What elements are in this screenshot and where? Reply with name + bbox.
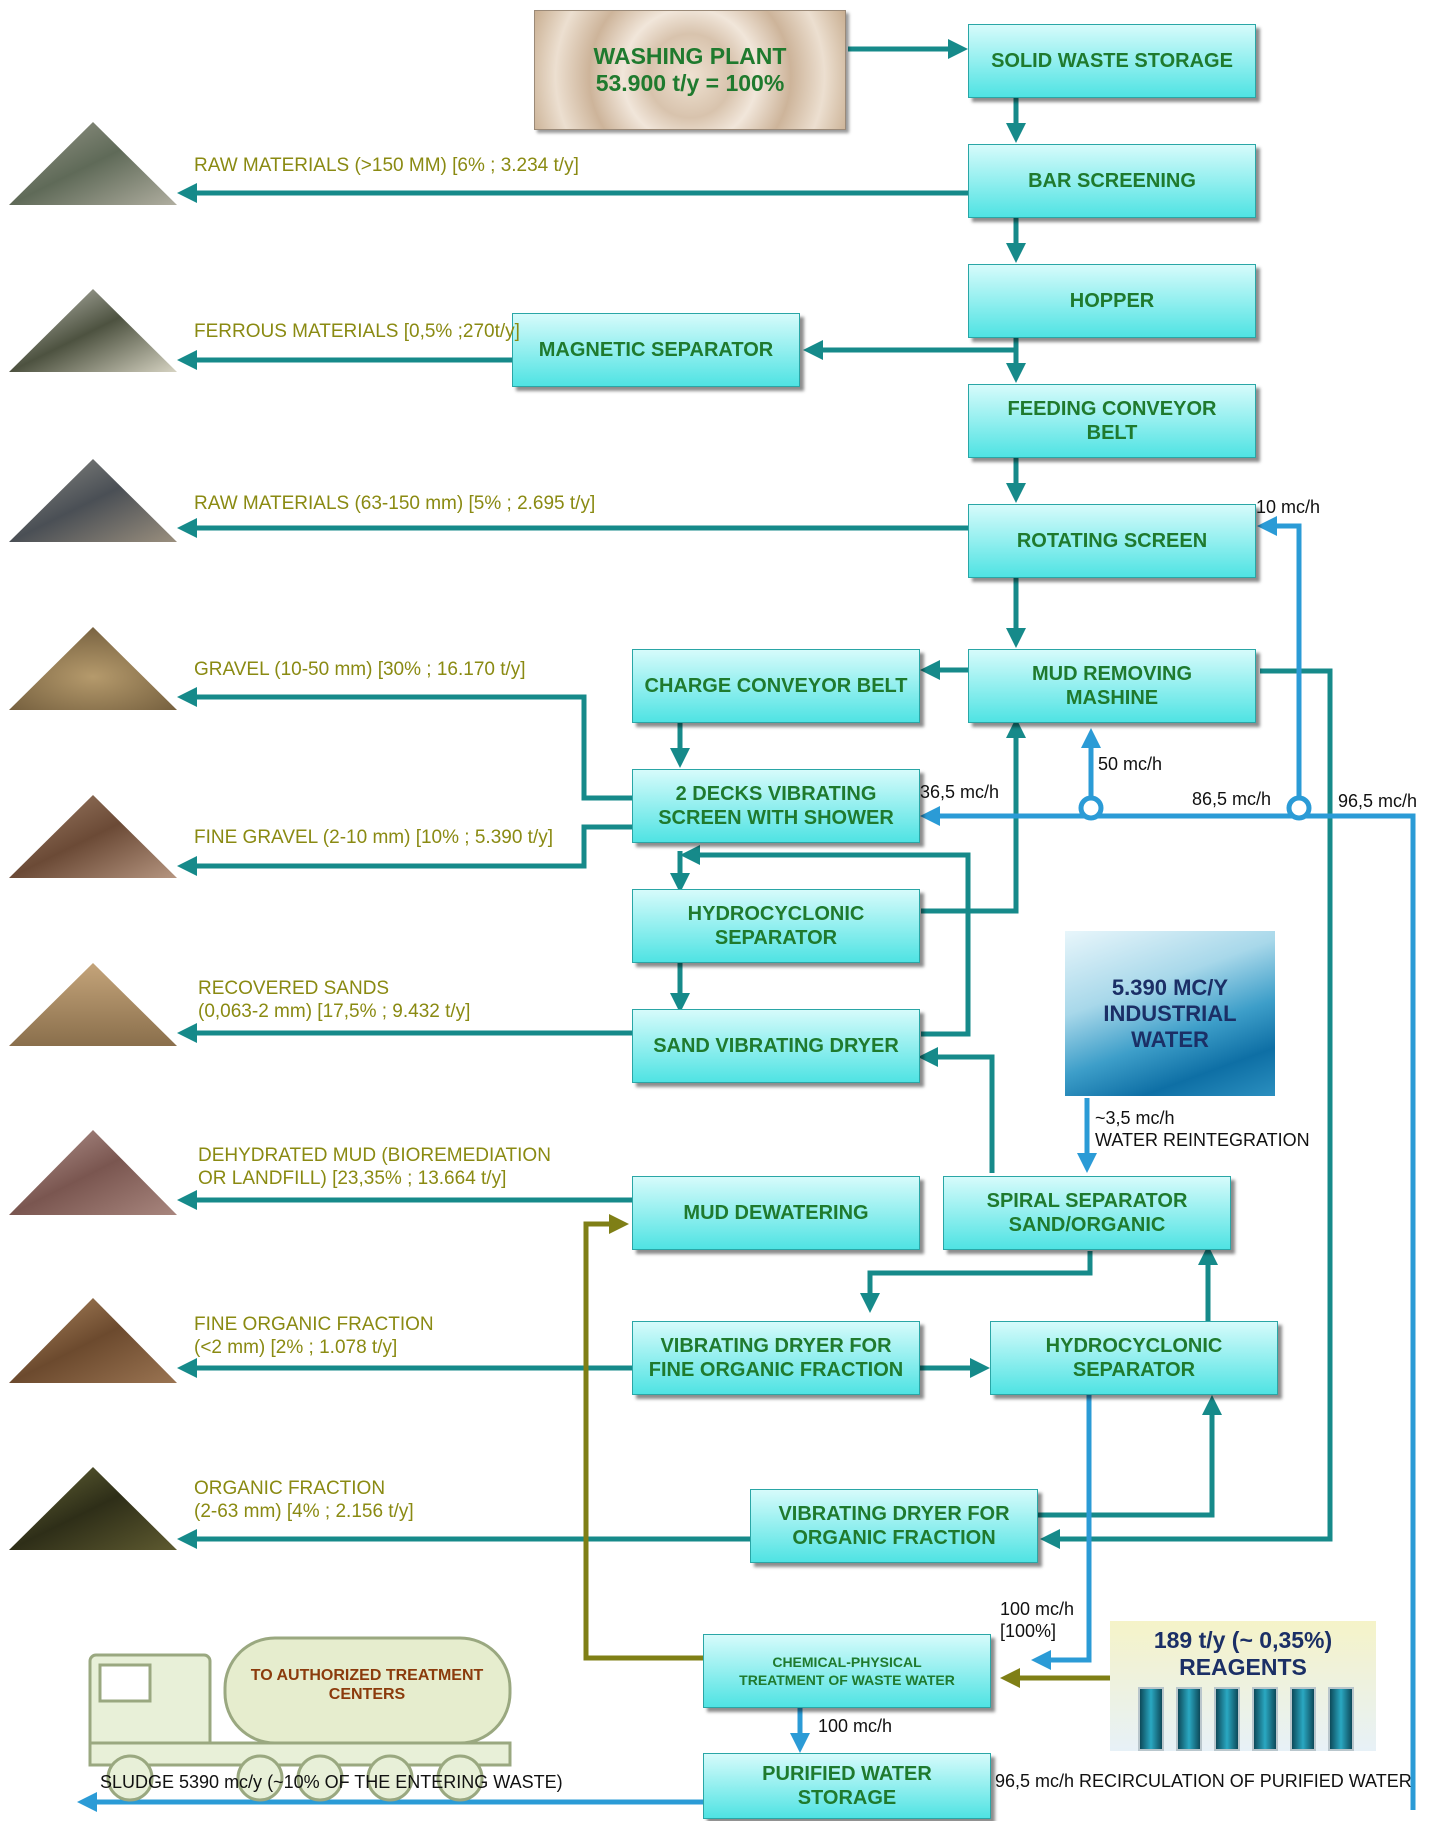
flow-86-label: 86,5 mc/h: [1192, 789, 1272, 809]
bar-screening-box: BAR SCREENING: [968, 144, 1256, 218]
reagent-tube-icon: [1214, 1687, 1240, 1751]
purified-water-storage-box: PURIFIED WATER STORAGE: [703, 1753, 991, 1819]
reagent-tube-icon: [1290, 1687, 1316, 1751]
truck-destination-label: TO AUTHORIZED TREATMENT CENTERS: [250, 1667, 484, 1703]
mud-pile: [9, 1130, 177, 1215]
hydrocyclonic-separator-1-box: HYDROCYCLONIC SEPARATOR: [632, 889, 920, 963]
raw-materials-large-label: RAW MATERIALS (>150 MM) [6% ; 3.234 t/y]: [194, 155, 579, 176]
water-reintegration-label: ~3,5 mc/h WATER REINTEGRATION: [1095, 1108, 1310, 1150]
reagents-panel: 189 t/y (~ 0,35%) REAGENTS: [1110, 1621, 1376, 1751]
sludge-flow-lines: [583, 1214, 1110, 1688]
reagent-tube-icon: [1138, 1687, 1164, 1751]
charge-conveyor-belt-box: CHARGE CONVEYOR BELT: [632, 649, 920, 723]
reagent-tube-icon: [1176, 1687, 1202, 1751]
washing-plant-capacity: 53.900 t/y = 100%: [595, 70, 785, 96]
fine-gravel-pile: [9, 795, 177, 878]
dehydrated-mud-label: DEHYDRATED MUD (BIOREMEDIATION OR LANDFI…: [198, 1145, 551, 1189]
hopper-box: HOPPER: [968, 264, 1256, 338]
solid-waste-storage-box: SOLID WASTE STORAGE: [968, 24, 1256, 98]
fine-organic-fraction-label: FINE ORGANIC FRACTION (<2 mm) [2% ; 1.07…: [194, 1314, 434, 1358]
fine-gravel-label: FINE GRAVEL (2-10 mm) [10% ; 5.390 t/y]: [194, 827, 554, 848]
tanker-truck-icon: [88, 1636, 512, 1802]
raw-materials-medium-label: RAW MATERIALS (63-150 mm) [5% ; 2.695 t/…: [194, 493, 596, 514]
washing-plant-title: WASHING PLANT: [593, 43, 787, 69]
feeding-conveyor-belt-box: FEEDING CONVEYOR BELT: [968, 384, 1256, 458]
gravel-label: GRAVEL (10-50 mm) [30% ; 16.170 t/y]: [194, 659, 526, 680]
vibrating-screen-box: 2 DECKS VIBRATING SCREEN WITH SHOWER: [632, 769, 920, 843]
flow-100a-label: 100 mc/h [100%]: [1000, 1599, 1075, 1641]
magnetic-separator-box: MAGNETIC SEPARATOR: [512, 313, 800, 387]
recirculation-label: 96,5 mc/h RECIRCULATION OF PURIFIED WATE…: [995, 1771, 1412, 1791]
industrial-water-panel: 5.390 MC/Y INDUSTRIAL WATER: [1065, 931, 1275, 1096]
flow-10-label: 10 mc/h: [1256, 497, 1321, 517]
flow-50-label: 50 mc/h: [1098, 754, 1163, 774]
raw-materials-large-pile: [9, 122, 177, 205]
washing-plant-box: WASHING PLANT 53.900 t/y = 100%: [534, 10, 846, 130]
water-splitter-nodes: [1078, 795, 1312, 821]
fine-organic-pile: [9, 1298, 177, 1383]
organic-pile: [9, 1467, 177, 1550]
spiral-separator-box: SPIRAL SEPARATOR SAND/ORGANIC: [943, 1176, 1231, 1250]
sand-pile: [9, 963, 177, 1046]
flow-36-label: 36,5 mc/h: [920, 782, 1000, 802]
reagent-tube-icon: [1252, 1687, 1278, 1751]
mud-dewatering-box: MUD DEWATERING: [632, 1176, 920, 1250]
hydrocyclonic-separator-2-box: HYDROCYCLONIC SEPARATOR: [990, 1321, 1278, 1395]
flow-100b-label: 100 mc/h: [818, 1716, 893, 1736]
vibrating-dryer-organic-box: VIBRATING DRYER FOR ORGANIC FRACTION: [750, 1489, 1038, 1563]
material-piles: [9, 122, 177, 1550]
raw-materials-medium-pile: [9, 459, 177, 542]
recovered-sands-label: RECOVERED SANDS (0,063-2 mm) [17,5% ; 9.…: [198, 978, 471, 1022]
chemical-physical-treatment-box: CHEMICAL-PHYSICAL TREATMENT OF WASTE WAT…: [703, 1634, 991, 1708]
flow-96-label: 96,5 mc/h: [1338, 791, 1418, 811]
organic-fraction-label: ORGANIC FRACTION (2-63 mm) [4% ; 2.156 t…: [194, 1478, 414, 1522]
vibrating-dryer-fine-organic-box: VIBRATING DRYER FOR FINE ORGANIC FRACTIO…: [632, 1321, 920, 1395]
process-flow-lines: [177, 39, 1333, 1549]
ferrous-pile: [9, 289, 177, 372]
ferrous-materials-label: FERROUS MATERIALS [0,5% ;270t/y]: [194, 321, 520, 342]
mud-removing-machine-box: MUD REMOVING MASHINE: [968, 649, 1256, 723]
gravel-pile: [9, 627, 177, 710]
sand-vibrating-dryer-box: SAND VIBRATING DRYER: [632, 1009, 920, 1083]
sludge-label: SLUDGE 5390 mc/y (~10% OF THE ENTERING W…: [100, 1772, 563, 1792]
reagent-tube-icon: [1328, 1687, 1354, 1751]
rotating-screen-box: ROTATING SCREEN: [968, 504, 1256, 578]
reagents-label: 189 t/y (~ 0,35%) REAGENTS: [1153, 1627, 1333, 1680]
